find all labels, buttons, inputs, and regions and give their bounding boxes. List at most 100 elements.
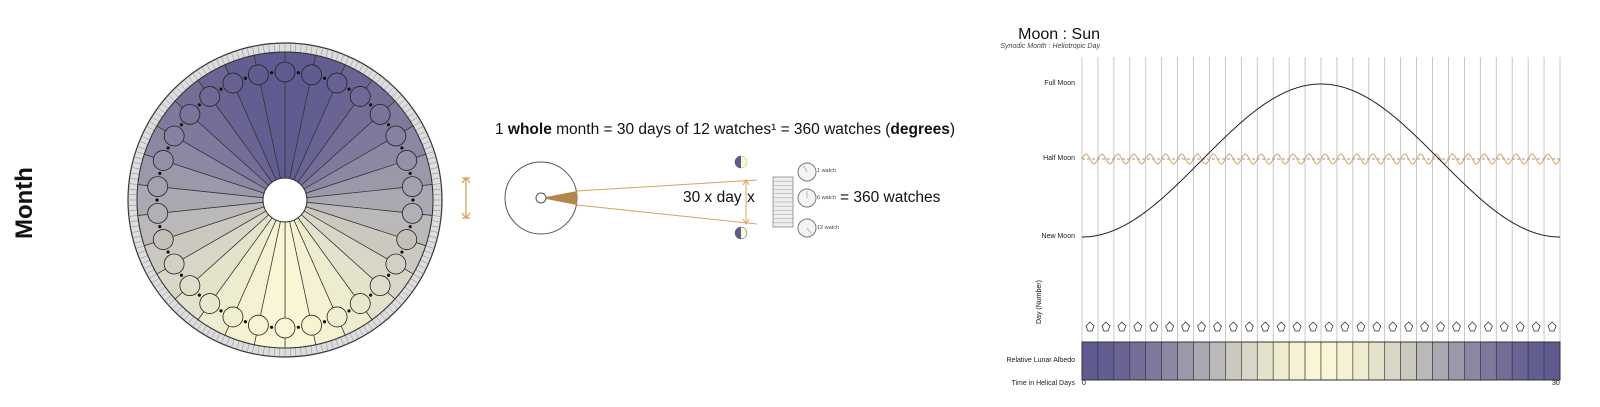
ring-tick [432, 183, 442, 185]
ring-tick [201, 325, 207, 334]
ring-tick [151, 116, 160, 122]
ring-tick [262, 346, 265, 356]
ring-tick [410, 278, 419, 284]
moon-phase-icon [179, 275, 201, 297]
ring-tick [295, 43, 297, 53]
ring-tick [428, 161, 438, 165]
ring-tick [349, 332, 355, 342]
ring-tick [305, 44, 308, 54]
ring-tick [407, 111, 416, 118]
ring-tick [130, 172, 140, 175]
ring-tick [430, 172, 440, 175]
ring-tick [428, 235, 438, 239]
ring-tick [394, 298, 402, 306]
ring-tick [154, 111, 163, 118]
day-glyph [1483, 321, 1493, 332]
ring-tick [315, 46, 318, 56]
ring-tick [398, 294, 406, 302]
ring-tick [148, 121, 157, 127]
ring-tick [429, 167, 439, 170]
ring-tick [310, 345, 313, 355]
ring-tick [188, 76, 195, 84]
moon-phase-icon [369, 103, 391, 125]
ring-tick [225, 54, 230, 63]
albedo-label: Relative Lunar Albedo [1006, 357, 1076, 364]
time-label: Time in Helical Days [1011, 380, 1075, 387]
ring-tick [413, 273, 422, 279]
ring-tick [130, 225, 140, 228]
moon-phase-icon [247, 314, 269, 336]
ring-tick [161, 290, 169, 297]
day-glyph [1085, 321, 1095, 332]
ring-tick [179, 83, 187, 91]
dot [408, 225, 412, 229]
moon-phase-icon [199, 86, 221, 107]
ring-tick [220, 56, 226, 65]
ring-tick [371, 72, 378, 81]
ring-tick [171, 90, 179, 98]
moon-phase-icon [179, 103, 201, 125]
ray-top [576, 179, 758, 192]
day-glyph [1292, 321, 1302, 332]
dot [347, 309, 351, 313]
ring-tick [246, 47, 250, 57]
ring-tick [422, 140, 431, 145]
ring-tick [131, 167, 141, 170]
day-glyph [1372, 321, 1382, 332]
ring-tick [141, 135, 150, 141]
dot [243, 76, 248, 80]
albedo-cell [1129, 341, 1147, 381]
ring-tick [413, 121, 422, 127]
ring-tick [335, 338, 339, 348]
ring-tick [128, 210, 138, 212]
wedge-border [136, 51, 434, 349]
ring-tick [420, 135, 429, 141]
day-glyph [1547, 321, 1557, 332]
moon-half [735, 227, 741, 239]
day-glyph [1133, 321, 1143, 332]
ring-tick [335, 52, 339, 62]
dot [270, 71, 274, 75]
ring-tick [128, 215, 138, 217]
dot [322, 76, 327, 80]
ring-tick [225, 337, 230, 346]
moon-phase-icon [301, 64, 323, 86]
ring-tick [257, 345, 260, 355]
result-label: = 360 watches [840, 189, 941, 206]
moon-phase-icon [163, 253, 185, 275]
moon-phase-icon [147, 202, 169, 224]
day-glyph [1276, 321, 1286, 332]
center-dot [535, 192, 547, 204]
ring-tick [404, 107, 413, 114]
chart-title: Moon : Sun [1018, 26, 1100, 43]
albedo-bar [1081, 341, 1561, 381]
albedo-cell [1161, 341, 1178, 381]
ring-tick [168, 94, 176, 102]
albedo-cell [1384, 341, 1401, 381]
time-end: 30 [1552, 380, 1560, 387]
ring-tick [196, 322, 203, 331]
ring-tick [168, 298, 176, 306]
ring-tick [320, 343, 324, 353]
ring-tick [128, 188, 138, 190]
ring-tick [206, 63, 212, 72]
ring-tick [273, 347, 275, 357]
albedo-cell [1225, 341, 1242, 381]
chart-subtitle: Synodic Month : Heliotropic Day [1000, 43, 1100, 50]
ring-tick [379, 313, 387, 321]
moon-phase-icon [401, 202, 423, 224]
y-label-new-moon: New Moon [1041, 233, 1075, 240]
ring-tick [129, 220, 139, 223]
albedo-cell [1177, 341, 1194, 381]
ring-tick [134, 156, 143, 160]
ring-tick [175, 86, 183, 94]
ring-tick [325, 49, 329, 58]
time-start: 0 [1082, 380, 1086, 387]
moon-phase-icon [222, 306, 244, 328]
albedo-cell [1193, 341, 1210, 381]
ring-tick [188, 316, 195, 324]
ring-tick [387, 86, 395, 94]
albedo-cell [1527, 341, 1545, 381]
albedo-cell [1448, 341, 1465, 381]
ring-tick [425, 245, 435, 249]
